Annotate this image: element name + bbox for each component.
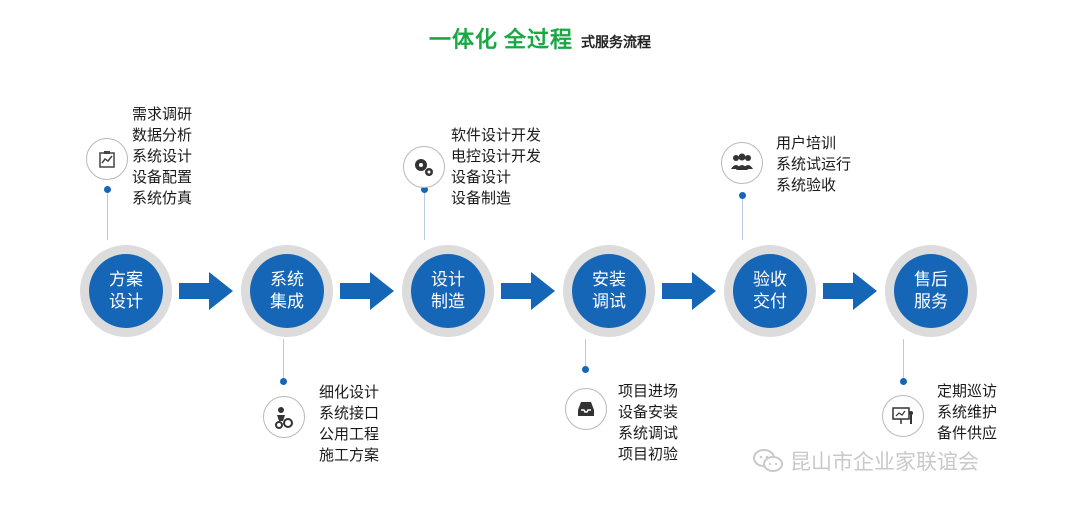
arrow-right-icon — [662, 272, 716, 310]
step-label-line2: 调试 — [592, 292, 626, 312]
step-design-manufacture: 设计制造 — [402, 245, 494, 337]
connector-dot — [421, 186, 428, 193]
step-scheme-design: 方案设计 — [80, 245, 172, 337]
engineer-gears-icon — [263, 396, 305, 438]
detail-list-scheme-design: 需求调研 数据分析 系统设计 设备配置 系统仿真 — [132, 104, 192, 209]
arrow-right-icon — [340, 272, 394, 310]
step-after-sales: 售后服务 — [885, 245, 977, 337]
connector-dot — [280, 378, 287, 385]
connector-line — [283, 339, 284, 381]
step-label-line1: 安装 — [592, 270, 626, 290]
step-label-line1: 售后 — [914, 270, 948, 290]
diagram-title: 一体化全过程式服务流程 — [0, 22, 1080, 54]
presentation-icon — [882, 395, 924, 437]
list-item: 需求调研 — [132, 105, 193, 123]
list-item: 设备设计 — [451, 168, 512, 186]
step-label-line2: 集成 — [270, 292, 304, 312]
connector-dot — [739, 192, 746, 199]
connector-dot — [104, 186, 111, 193]
list-item: 细化设计 — [319, 383, 380, 401]
step-label-line2: 设计 — [109, 292, 143, 312]
list-item: 项目初验 — [618, 445, 679, 463]
list-item: 设备安装 — [618, 403, 679, 421]
wechat-icon — [753, 449, 783, 472]
step-label-line1: 设计 — [431, 270, 465, 290]
step-install-debug: 安装调试 — [563, 245, 655, 337]
inbox-tray-icon — [565, 388, 607, 430]
list-item: 系统试运行 — [776, 155, 852, 173]
team-icon — [721, 142, 763, 184]
list-item: 定期巡访 — [937, 382, 998, 400]
step-label-line2: 制造 — [431, 292, 465, 312]
list-item: 系统维护 — [937, 403, 998, 421]
arrow-right-icon — [823, 272, 877, 310]
list-item: 设备配置 — [132, 168, 193, 186]
connector-line — [742, 196, 743, 240]
step-label-line1: 验收 — [753, 270, 787, 290]
detail-list-system-integration: 细化设计 系统接口 公用工程 施工方案 — [319, 382, 379, 466]
step-system-integration: 系统集成 — [241, 245, 333, 337]
title-part1: 一体化 — [428, 28, 498, 53]
list-item: 项目进场 — [618, 382, 679, 400]
detail-list-install-debug: 项目进场 设备安装 系统调试 项目初验 — [618, 381, 678, 465]
arrow-right-icon — [501, 272, 555, 310]
step-label-line2: 服务 — [914, 292, 948, 312]
detail-list-acceptance-delivery: 用户培训 系统试运行 系统验收 — [776, 133, 851, 196]
title-part3: 式服务流程 — [581, 35, 652, 51]
list-item: 软件设计开发 — [451, 126, 542, 144]
list-item: 系统验收 — [776, 176, 837, 194]
connector-line — [107, 190, 108, 240]
list-item: 用户培训 — [776, 134, 837, 152]
list-item: 系统调试 — [618, 424, 679, 442]
arrow-right-icon — [179, 272, 233, 310]
step-acceptance-delivery: 验收交付 — [724, 245, 816, 337]
watermark: 昆山市企业家联谊会 — [752, 446, 979, 476]
list-item: 系统仿真 — [132, 189, 193, 207]
watermark-text: 昆山市企业家联谊会 — [790, 450, 979, 474]
step-label-line1: 方案 — [109, 270, 143, 290]
list-item: 设备制造 — [451, 189, 512, 207]
detail-list-design-manufacture: 软件设计开发 电控设计开发 设备设计 设备制造 — [451, 125, 541, 209]
title-part2: 全过程 — [504, 28, 574, 53]
list-item: 系统设计 — [132, 147, 193, 165]
list-item: 数据分析 — [132, 126, 193, 144]
detail-list-after-sales: 定期巡访 系统维护 备件供应 — [937, 381, 997, 444]
connector-dot — [900, 378, 907, 385]
list-item: 施工方案 — [319, 446, 380, 464]
list-item: 备件供应 — [937, 424, 998, 442]
connector-line — [424, 190, 425, 240]
step-label-line2: 交付 — [753, 292, 787, 312]
list-item: 公用工程 — [319, 425, 380, 443]
step-label-line1: 系统 — [270, 270, 304, 290]
connector-line — [585, 339, 586, 371]
connector-dot — [582, 366, 589, 373]
list-item: 系统接口 — [319, 404, 380, 422]
list-item: 电控设计开发 — [451, 147, 542, 165]
connector-line — [903, 339, 904, 381]
gears-icon — [403, 146, 445, 188]
clipboard-chart-icon — [86, 138, 128, 180]
